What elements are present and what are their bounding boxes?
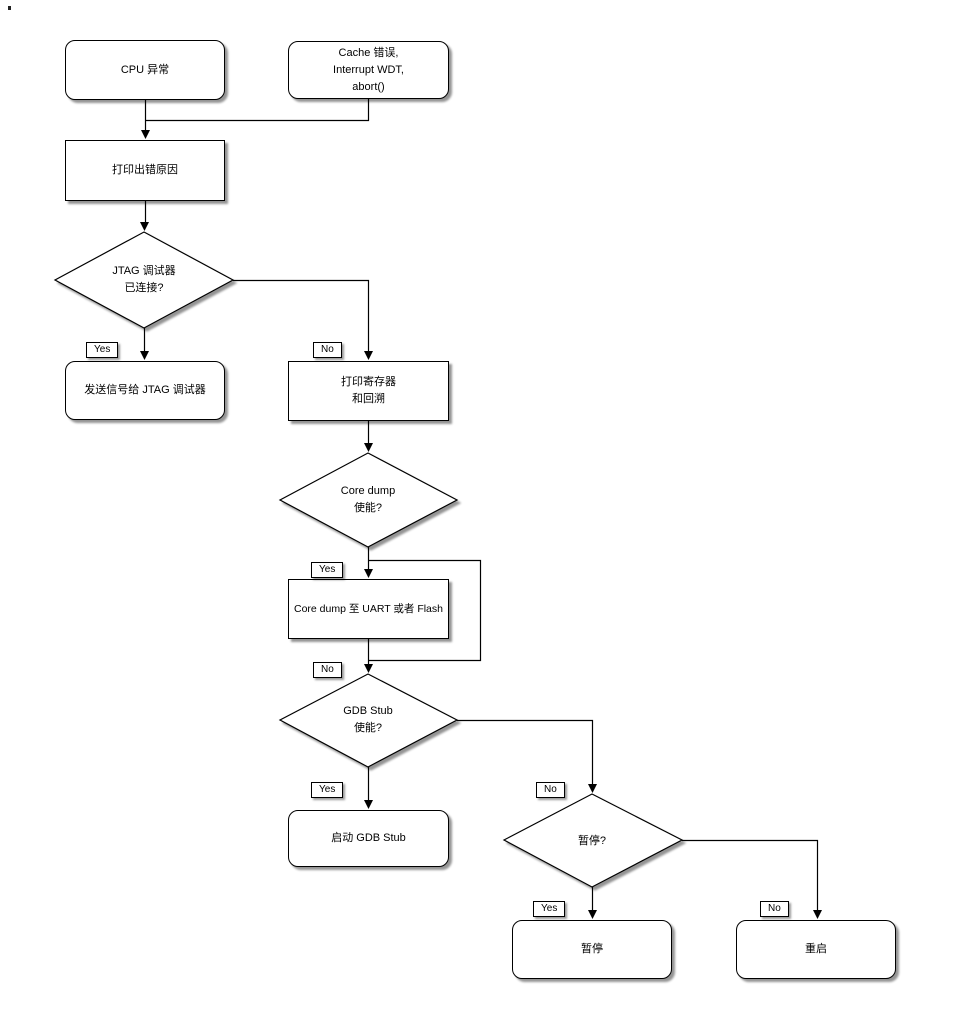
node-print-registers-line: 和回溯	[352, 393, 385, 405]
node-cache-error: Cache 错误, Interrupt WDT, abort()	[288, 41, 449, 99]
node-coredump-out: Core dump 至 UART 或者 Flash	[288, 579, 449, 639]
arrowhead-icon	[364, 800, 373, 809]
arrowhead-icon	[813, 910, 822, 919]
node-print-registers-line: 打印寄存器	[341, 376, 396, 388]
connector-cache-merge	[145, 99, 370, 122]
edge-label-gdb-yes: Yes	[311, 782, 344, 798]
connector-lines	[143, 99, 819, 910]
node-send-signal: 发送信号给 JTAG 调试器	[65, 361, 225, 420]
node-start-gdbstub-label: 启动 GDB Stub	[331, 832, 406, 844]
node-print-registers: 打印寄存器 和回溯	[288, 361, 449, 421]
connector-gdb-no	[457, 719, 594, 784]
arrowhead-icon	[364, 443, 373, 452]
arrowhead-icon	[140, 351, 149, 360]
decision-diamonds	[53, 231, 684, 888]
edge-label-jtag-no: No	[313, 342, 342, 358]
node-cache-error-line: abort()	[352, 80, 385, 93]
arrowhead-icon	[364, 351, 373, 360]
node-cache-error-line: Cache 错误,	[338, 46, 399, 59]
node-send-signal-label: 发送信号给 JTAG 调试器	[84, 384, 206, 396]
edge-label-halt-yes: Yes	[533, 901, 566, 917]
decision-jtag-connected-shape	[53, 231, 235, 329]
node-reboot: 重启	[736, 920, 896, 979]
arrowhead-icon	[364, 664, 373, 673]
arrowhead-icon	[588, 784, 597, 793]
decision-gdbstub-enabled-shape	[278, 673, 459, 768]
edge-label-jtag-yes: Yes	[86, 342, 119, 358]
decision-coredump-enabled-shape	[278, 452, 459, 548]
decision-halt-shape	[502, 793, 684, 888]
arrowhead-icon	[140, 222, 149, 231]
node-cpu-exception-label: CPU 异常	[120, 63, 170, 76]
connector-jtag-no	[233, 279, 370, 351]
connector-coredump-no-bypass	[368, 559, 482, 662]
edge-label-halt-no: No	[760, 901, 789, 917]
node-coredump-out-label: Core dump 至 UART 或者 Flash	[294, 602, 443, 615]
node-cache-error-line: Interrupt WDT,	[333, 63, 404, 76]
node-print-reason-label: 打印出错原因	[112, 164, 178, 176]
edge-label-gdb-no: No	[536, 782, 565, 798]
node-halt: 暂停	[512, 920, 672, 979]
node-halt-label: 暂停	[581, 943, 603, 955]
arrowhead-icon	[588, 910, 597, 919]
node-start-gdbstub: 启动 GDB Stub	[288, 810, 449, 867]
arrowheads	[140, 130, 822, 919]
node-reboot-label: 重启	[805, 943, 827, 955]
arrowhead-icon	[364, 569, 373, 578]
edge-label-coredump-yes: Yes	[311, 562, 344, 578]
arrowhead-icon	[141, 130, 150, 139]
node-print-reason: 打印出错原因	[65, 140, 225, 201]
edge-label-coredump-no: No	[313, 662, 342, 678]
artifact-dot	[8, 6, 11, 10]
connector-halt-no	[682, 839, 819, 910]
node-cpu-exception: CPU 异常	[65, 40, 225, 100]
